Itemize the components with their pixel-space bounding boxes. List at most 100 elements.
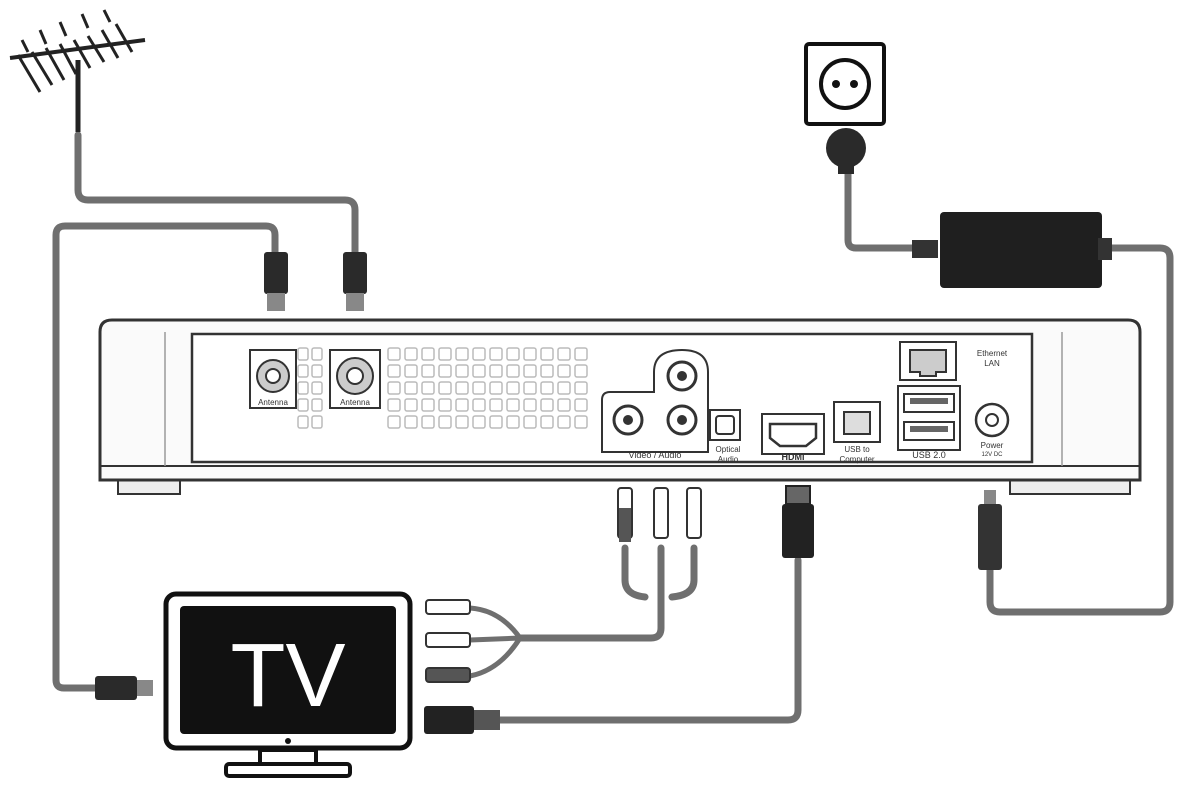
vent-hole xyxy=(489,381,503,395)
vent-hole xyxy=(404,347,418,361)
tv-label: TV xyxy=(230,626,345,726)
tv-rca-plugs xyxy=(425,599,471,683)
vent-hole xyxy=(297,398,309,412)
vent-hole xyxy=(421,347,435,361)
vent-hole xyxy=(311,381,323,395)
vent-hole xyxy=(455,364,469,378)
vent-hole xyxy=(421,398,435,412)
vent-hole xyxy=(523,398,537,412)
vent-hole xyxy=(297,364,309,378)
vent-hole xyxy=(489,398,503,412)
vent-hole xyxy=(557,364,571,378)
vent-hole xyxy=(472,415,486,429)
vent-hole xyxy=(506,364,520,378)
vent-hole xyxy=(387,347,401,361)
vent-hole xyxy=(489,364,503,378)
video-audio-label: Video / Audio xyxy=(629,450,682,460)
vent-grid xyxy=(297,347,588,429)
vent-hole xyxy=(574,398,588,412)
vent-hole xyxy=(557,415,571,429)
vent-hole xyxy=(438,364,452,378)
roof-antenna-icon xyxy=(9,9,146,132)
vent-hole xyxy=(421,415,435,429)
antenna-connectors xyxy=(264,252,367,311)
hdmi-port: HDMI xyxy=(761,413,825,462)
vent-hole xyxy=(387,415,401,429)
antenna-out-port: Antenna xyxy=(329,349,381,409)
audio-label: Audio xyxy=(718,455,739,464)
vent-hole xyxy=(574,381,588,395)
vent-hole xyxy=(472,381,486,395)
vent-hole xyxy=(489,415,503,429)
vent-hole xyxy=(438,398,452,412)
vent-hole xyxy=(297,347,309,361)
tv-antenna-cable xyxy=(52,222,279,692)
rca-plug-white-icon xyxy=(653,487,669,539)
vent-hole xyxy=(523,415,537,429)
vent-hole xyxy=(472,364,486,378)
vent-hole xyxy=(523,364,537,378)
vent-hole xyxy=(523,381,537,395)
vent-hole xyxy=(297,415,309,429)
vent-hole xyxy=(311,364,323,378)
antenna-cable xyxy=(74,131,359,259)
vent-hole xyxy=(506,415,520,429)
usb-to-label: USB to xyxy=(844,445,870,454)
rca-cable-split xyxy=(467,605,523,679)
vent-hole xyxy=(297,381,309,395)
power-plug-icon xyxy=(826,128,866,174)
power-adapter-icon xyxy=(912,212,1112,288)
vent-hole xyxy=(523,347,537,361)
vent-hole xyxy=(574,347,588,361)
ethernet-label: Ethernet xyxy=(977,349,1008,358)
video-audio-ports: Video / Audio xyxy=(601,348,709,460)
vent-hole xyxy=(438,381,452,395)
usb-computer-port: USB to Computer xyxy=(833,401,881,464)
vent-hole xyxy=(557,398,571,412)
cables xyxy=(52,131,1174,724)
vent-hole xyxy=(540,381,554,395)
antenna-out-plug-icon xyxy=(264,252,288,294)
vent-hole xyxy=(540,364,554,378)
vent-hole xyxy=(404,415,418,429)
vent-hole xyxy=(421,364,435,378)
hdmi-cable xyxy=(496,556,802,724)
vent-hole xyxy=(472,347,486,361)
vent-hole xyxy=(311,398,323,412)
power-sub-label: 12V DC xyxy=(981,452,1003,458)
vent-hole xyxy=(438,415,452,429)
vent-hole xyxy=(311,415,323,429)
vent-hole xyxy=(574,415,588,429)
tv-hdmi-plug-icon xyxy=(424,706,500,734)
vent-hole xyxy=(404,364,418,378)
vent-hole xyxy=(489,347,503,361)
power-dc-cable xyxy=(986,244,1174,616)
vent-hole xyxy=(311,347,323,361)
vent-hole xyxy=(404,398,418,412)
usb-ports: USB 2.0 xyxy=(897,385,961,460)
vent-hole xyxy=(557,381,571,395)
antenna-in-label: Antenna xyxy=(258,398,288,407)
vent-hole xyxy=(540,415,554,429)
tv-icon: TV xyxy=(163,591,413,778)
rca-cable-bundle xyxy=(516,544,698,642)
optical-label: Optical xyxy=(716,445,741,454)
rca-plug-yellow-icon xyxy=(686,487,702,539)
antenna-out-label: Antenna xyxy=(340,398,370,407)
vent-hole xyxy=(404,381,418,395)
vent-hole xyxy=(557,347,571,361)
vent-hole xyxy=(455,381,469,395)
power-port: Power 12V DC xyxy=(974,402,1010,458)
vent-hole xyxy=(506,381,520,395)
power-label: Power xyxy=(981,441,1004,450)
lan-label: LAN xyxy=(984,359,1000,368)
vent-hole xyxy=(455,398,469,412)
vent-hole xyxy=(574,364,588,378)
vent-hole xyxy=(387,364,401,378)
vent-hole xyxy=(506,398,520,412)
vent-hole xyxy=(540,398,554,412)
vent-hole xyxy=(421,381,435,395)
usb-label: USB 2.0 xyxy=(912,450,946,460)
optical-audio-port: Optical Audio xyxy=(709,409,741,464)
